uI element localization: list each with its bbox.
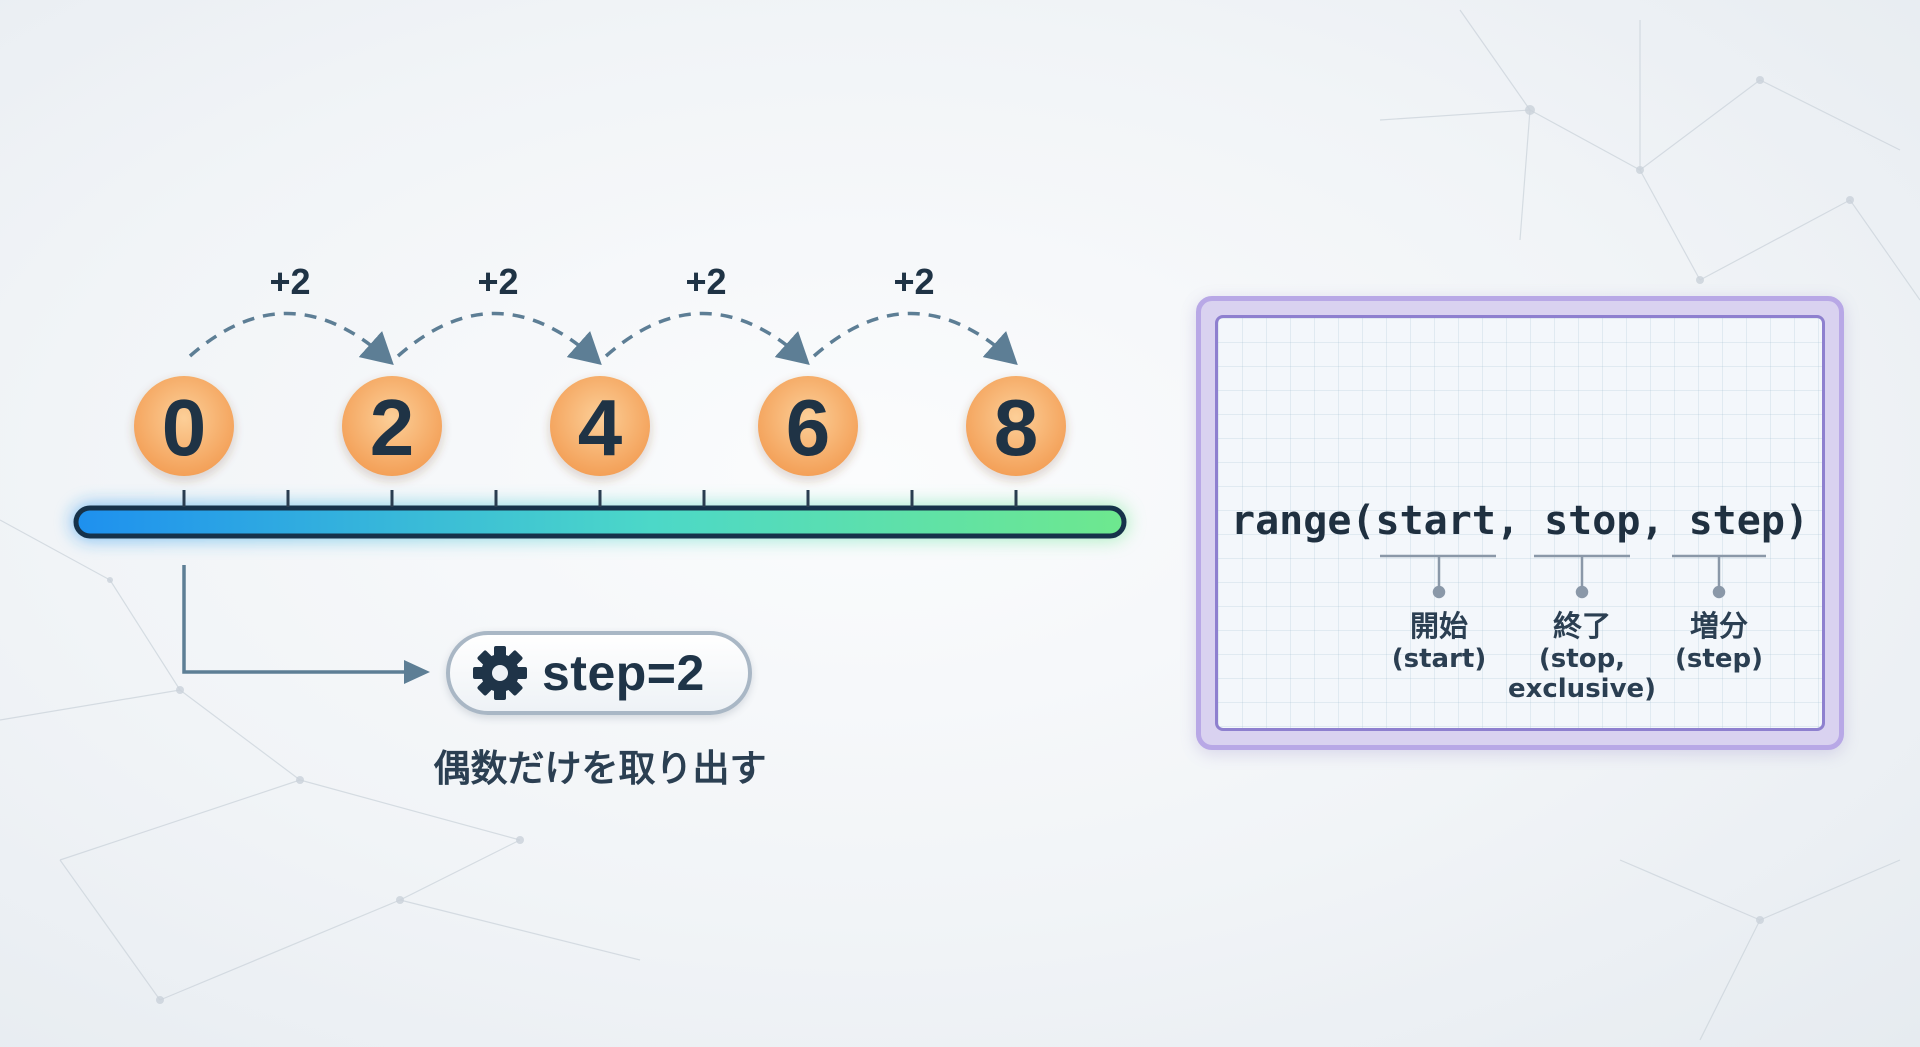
value-digit: 0 <box>162 383 207 472</box>
value-circle <box>758 376 858 476</box>
jump-label: +2 <box>477 261 518 302</box>
value-circle <box>134 376 234 476</box>
param-stop-en: (stop, exclusive) <box>1507 644 1657 704</box>
connector-arrow-head <box>404 660 430 684</box>
connector-arrow-line <box>182 565 408 674</box>
param-start-jp: 開始 <box>1409 609 1468 643</box>
value-digit: 4 <box>578 383 623 472</box>
param-step-en: (step) <box>1675 644 1763 674</box>
param-step: 増分 (step) <box>1629 608 1809 674</box>
jump-arrow <box>396 311 602 366</box>
value-digit: 6 <box>786 383 831 472</box>
range-syntax-panel: range(start, stop, step) 開始 (start) 終了 (… <box>1196 296 1844 750</box>
code-panel-inner: range(start, stop, step) 開始 (start) 終了 (… <box>1215 315 1825 731</box>
param-brackets <box>1380 554 1766 599</box>
value-circle <box>550 376 650 476</box>
number-line-bar <box>73 505 1127 539</box>
value-circle <box>342 376 442 476</box>
value-digit: 8 <box>994 383 1039 472</box>
range-signature: range(start, stop, step) <box>1231 498 1809 544</box>
step-label: step=2 <box>542 645 705 701</box>
jump-label: +2 <box>893 261 934 302</box>
param-start-en: (start) <box>1391 644 1487 674</box>
gear-icon <box>473 646 527 700</box>
jump-label: +2 <box>269 261 310 302</box>
param-start: 開始 (start) <box>1349 608 1529 674</box>
param-stop-jp: 終了 <box>1552 609 1611 643</box>
jump-label: +2 <box>685 261 726 302</box>
jump-arrow <box>188 311 394 366</box>
param-step-jp: 増分 <box>1689 609 1748 643</box>
param-stop: 終了 (stop, exclusive) <box>1492 608 1672 704</box>
value-digit: 2 <box>370 383 415 472</box>
caption: 偶数だけを取り出す <box>433 747 767 790</box>
jump-arrow <box>604 311 810 366</box>
jump-arrow <box>812 311 1018 366</box>
value-circle <box>966 376 1066 476</box>
step-badge: step=2 <box>446 631 752 715</box>
